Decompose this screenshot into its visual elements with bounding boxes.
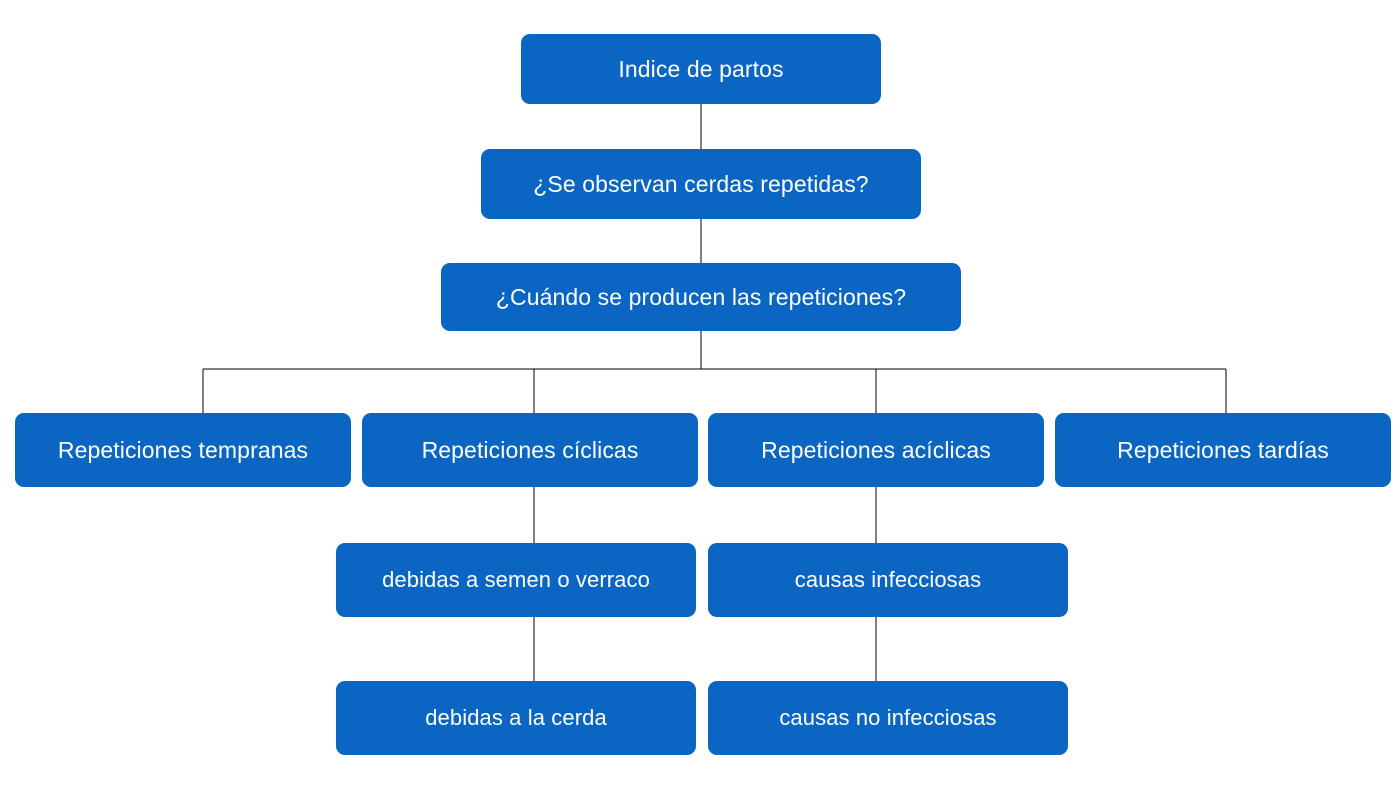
node-label: debidas a la cerda bbox=[425, 705, 607, 731]
node-label: Repeticiones cíclicas bbox=[421, 436, 639, 463]
node-repeticiones-tardias[interactable]: Repeticiones tardías bbox=[1055, 413, 1391, 487]
node-debidas-a-semen-o-verraco[interactable]: debidas a semen o verraco bbox=[336, 543, 696, 617]
node-repeticiones-tempranas[interactable]: Repeticiones tempranas bbox=[15, 413, 351, 487]
node-label: Indice de partos bbox=[618, 55, 784, 82]
node-label: ¿Cuándo se producen las repeticiones? bbox=[495, 283, 907, 310]
node-label: Repeticiones acíclicas bbox=[761, 436, 991, 463]
node-causas-no-infecciosas[interactable]: causas no infecciosas bbox=[708, 681, 1068, 755]
node-debidas-a-la-cerda[interactable]: debidas a la cerda bbox=[336, 681, 696, 755]
node-se-observan-cerdas-repetidas[interactable]: ¿Se observan cerdas repetidas? bbox=[481, 149, 921, 219]
node-causas-infecciosas[interactable]: causas infecciosas bbox=[708, 543, 1068, 617]
node-label: ¿Se observan cerdas repetidas? bbox=[533, 170, 869, 197]
node-label: debidas a semen o verraco bbox=[382, 567, 650, 593]
node-indice-de-partos[interactable]: Indice de partos bbox=[521, 34, 881, 104]
node-label: Repeticiones tempranas bbox=[57, 436, 309, 463]
node-repeticiones-ciclicas[interactable]: Repeticiones cíclicas bbox=[362, 413, 698, 487]
node-label: causas infecciosas bbox=[794, 567, 982, 593]
node-label: causas no infecciosas bbox=[779, 705, 997, 731]
node-label: Repeticiones tardías bbox=[1117, 436, 1329, 463]
node-cuando-se-producen-las-repeticiones[interactable]: ¿Cuándo se producen las repeticiones? bbox=[441, 263, 961, 331]
node-repeticiones-aciclicas[interactable]: Repeticiones acíclicas bbox=[708, 413, 1044, 487]
